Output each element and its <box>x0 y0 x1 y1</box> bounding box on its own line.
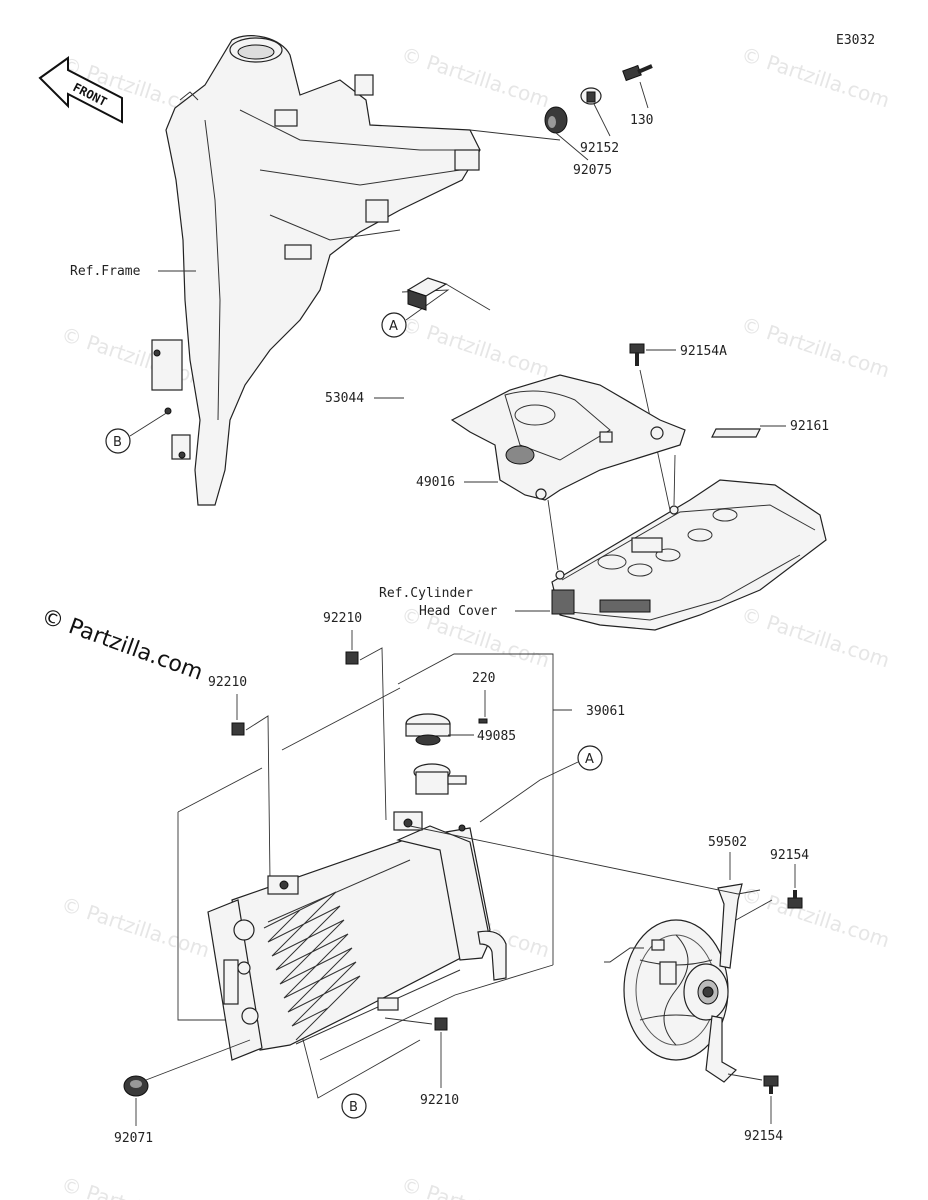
ref-cylinder-label-line1: Ref.Cylinder <box>379 586 473 601</box>
bolt-92154a <box>629 343 645 366</box>
copyright-logo: © Partzilla.com <box>38 604 206 686</box>
bolt-130 <box>622 64 653 82</box>
watermark: © Partzilla.com <box>738 602 892 673</box>
part-49085-label: 49085 <box>477 729 516 744</box>
grommet-92075 <box>544 106 568 134</box>
watermark: © Partzilla.com <box>58 1172 212 1200</box>
watermark: © Partzilla.com <box>398 42 552 113</box>
fan-59502 <box>604 883 743 1083</box>
callout-a-top <box>381 312 407 338</box>
callout-b-bottom <box>341 1093 367 1119</box>
part-92152-label: 92152 <box>580 141 619 156</box>
part-92154-upper-label: 92154 <box>770 848 809 863</box>
clip-92210-bottom <box>434 1017 448 1031</box>
part-92210-left-label: 92210 <box>208 675 247 690</box>
callout-b-left <box>105 428 131 454</box>
callout-a-top-label: A <box>389 319 398 334</box>
heat-cover-49016 <box>450 374 686 501</box>
watermark: © Partzilla.com <box>398 312 552 383</box>
pin-220 <box>478 718 488 724</box>
part-220-label: 220 <box>472 671 495 686</box>
watermark: © Partzilla.com <box>58 892 212 963</box>
cylinder-head-cover-drawing <box>551 479 827 631</box>
callout-b-bottom-label: B <box>349 1100 358 1115</box>
ref-cylinder-label-line2: Head Cover <box>419 604 497 619</box>
clip-92210-top <box>345 651 359 665</box>
callout-a-bottom-label: A <box>585 752 594 767</box>
grommet-92071 <box>123 1075 149 1097</box>
radiator-drawing <box>207 763 507 1061</box>
watermark: © Partzilla.com <box>398 1172 552 1200</box>
part-92210-top-label: 92210 <box>323 611 362 626</box>
clip-92210-left <box>231 722 245 736</box>
part-92154-lower-label: 92154 <box>744 1129 783 1144</box>
callout-b-left-label: B <box>113 435 122 450</box>
frame-drawing <box>151 35 561 506</box>
part-130-label: 130 <box>630 113 653 128</box>
pad-92161 <box>711 428 761 438</box>
part-59502-label: 59502 <box>708 835 747 850</box>
part-53044-label: 53044 <box>325 391 364 406</box>
bolt-92154-upper <box>787 890 803 909</box>
watermark: © Partzilla.com <box>738 312 892 383</box>
part-49016-label: 49016 <box>416 475 455 490</box>
collar-92152 <box>580 87 602 105</box>
part-92154a-label: 92154A <box>680 344 727 359</box>
part-92210-bottom-label: 92210 <box>420 1093 459 1108</box>
part-92161-label: 92161 <box>790 419 829 434</box>
watermark: © Partzilla.com <box>738 882 892 953</box>
callout-a-bottom <box>577 745 603 771</box>
ref-frame-label: Ref.Frame <box>70 264 141 279</box>
diagram-code: E3032 <box>836 33 875 48</box>
spacer-53044 <box>406 277 448 311</box>
part-92071-label: 92071 <box>114 1131 153 1146</box>
part-92075-label: 92075 <box>573 163 612 178</box>
part-39061-label: 39061 <box>586 704 625 719</box>
bolt-92154-lower <box>763 1075 779 1094</box>
radiator-cap-49085 <box>405 713 451 746</box>
watermark: © Partzilla.com <box>738 42 892 113</box>
